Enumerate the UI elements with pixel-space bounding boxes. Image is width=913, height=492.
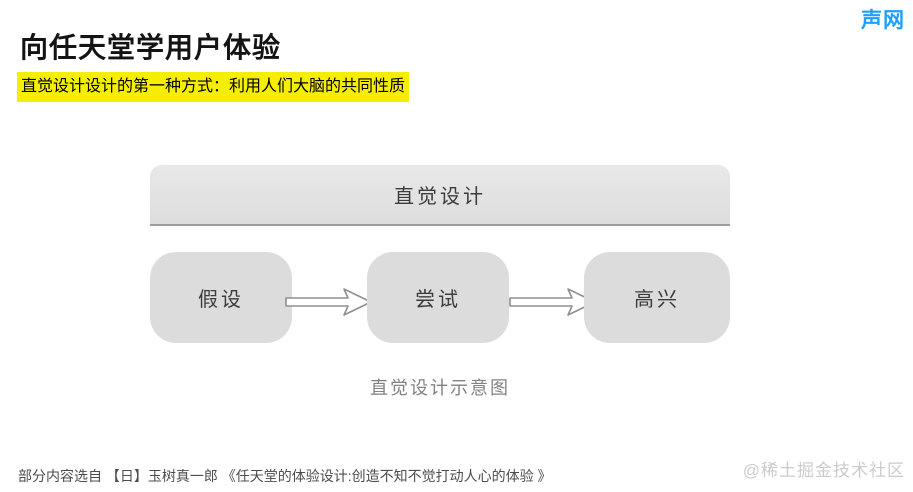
- step-label: 尝试: [415, 289, 461, 311]
- arrow-right-icon: [509, 288, 596, 316]
- highlighted-subtitle: 直觉设计设计的第一种方式：利用人们大脑的共同性质: [17, 72, 410, 102]
- step-label: 高兴: [634, 289, 680, 311]
- diagram-header-label: 直觉设计: [394, 186, 486, 208]
- community-watermark: @稀土掘金技术社区: [742, 461, 905, 480]
- brand-logo: 声网: [861, 9, 905, 32]
- step-box-happy: 高兴: [584, 252, 730, 343]
- page-title: 向任天堂学用户体验: [20, 32, 282, 63]
- arrow-right-icon: [285, 288, 372, 316]
- source-attribution: 部分内容选自 【日】玉树真一郎 《任天堂的体验设计:创造不知不觉打动人心的体验 …: [18, 468, 552, 484]
- diagram-header-box: 直觉设计: [150, 165, 730, 226]
- step-box-try: 尝试: [367, 252, 509, 343]
- step-box-hypothesis: 假设: [150, 252, 292, 343]
- diagram-caption: 直觉设计示意图: [370, 378, 510, 398]
- step-label: 假设: [198, 289, 244, 311]
- intuitive-design-diagram: 直觉设计 假设 尝试 高兴 直觉设计示意图: [150, 165, 730, 405]
